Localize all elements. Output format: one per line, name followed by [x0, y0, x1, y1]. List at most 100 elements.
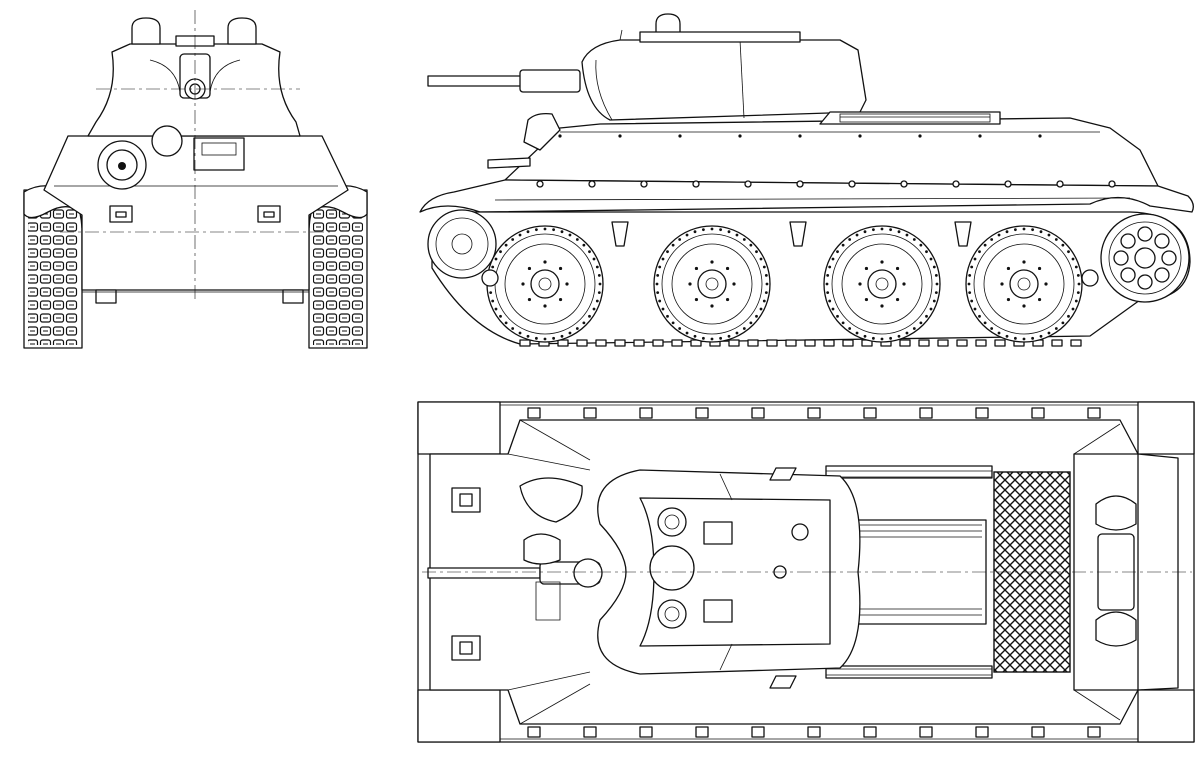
track-clip: [975, 407, 989, 419]
driver-hatch: [193, 137, 245, 171]
sprocket-hole: [1137, 274, 1153, 290]
main-gun-top: [427, 558, 603, 588]
rivet: [798, 134, 802, 138]
rivet: [640, 180, 648, 188]
track-clip: [1031, 407, 1045, 419]
turret-cupolas: [131, 17, 257, 47]
road-wheels: [486, 225, 1083, 343]
track-tooth: [576, 339, 588, 347]
sprocket-hole: [1113, 250, 1129, 266]
sprocket-hole: [1161, 250, 1177, 266]
rivet: [858, 134, 862, 138]
hull-rivets: [536, 134, 1116, 188]
track-guide: [611, 221, 629, 247]
road-wheel: [486, 225, 604, 343]
track-tooth: [937, 339, 949, 347]
rivet: [536, 180, 544, 188]
track-clip: [527, 726, 541, 738]
sprocket-hole: [1120, 233, 1136, 249]
sprocket-hole: [1137, 226, 1153, 242]
track-clip: [863, 726, 877, 738]
track-clip: [695, 407, 709, 419]
rivet: [678, 134, 682, 138]
sprocket-hole: [1154, 267, 1170, 283]
road-wheel: [653, 225, 771, 343]
track-tooth: [728, 339, 740, 347]
track-tooth: [956, 339, 968, 347]
track-tooth: [899, 339, 911, 347]
track-tooth: [614, 339, 626, 347]
upper-hull: [504, 117, 1159, 187]
side-turret: [581, 39, 867, 121]
track-tooth: [557, 339, 569, 347]
track-tooth: [1070, 339, 1082, 347]
rivet: [588, 180, 596, 188]
track-clip: [639, 726, 653, 738]
track-clip: [751, 407, 765, 419]
track-clip: [639, 407, 653, 419]
track-tooth: [766, 339, 778, 347]
track-tooth: [975, 339, 987, 347]
rivet: [744, 180, 752, 188]
road-wheel: [823, 225, 941, 343]
track-guide: [789, 221, 807, 247]
track-tooth: [918, 339, 930, 347]
track-guide: [954, 221, 972, 247]
track-tooth: [842, 339, 854, 347]
rivet: [1056, 180, 1064, 188]
main-gun-side: [427, 69, 581, 93]
track-clip: [583, 407, 597, 419]
rivet: [1108, 180, 1116, 188]
track-clip: [975, 726, 989, 738]
front-view: [23, 10, 368, 349]
rivet: [692, 180, 700, 188]
track-tooth: [785, 339, 797, 347]
sprocket-hole: [1120, 267, 1136, 283]
rivet: [1004, 180, 1012, 188]
track-tooth: [994, 339, 1006, 347]
sprocket-hole: [1154, 233, 1170, 249]
rivet: [618, 134, 622, 138]
rivet: [738, 134, 742, 138]
fender: [419, 179, 1194, 213]
track-clip: [919, 726, 933, 738]
track-clip: [583, 726, 597, 738]
track-tooth: [823, 339, 835, 347]
road-wheel: [965, 225, 1083, 343]
rivet: [558, 134, 562, 138]
track-clip: [527, 407, 541, 419]
track-tooth: [633, 339, 645, 347]
track-tooth: [519, 339, 531, 347]
turret-hatches: [649, 507, 809, 629]
track-tooth: [595, 339, 607, 347]
track-clip: [1087, 726, 1101, 738]
track-teeth: [519, 339, 1082, 347]
track-tooth: [804, 339, 816, 347]
track-clip: [919, 407, 933, 419]
rivet: [952, 180, 960, 188]
track-clip: [695, 726, 709, 738]
drive-sprocket: [1100, 213, 1190, 303]
track-tooth: [671, 339, 683, 347]
idler-wheel: [427, 209, 497, 279]
track-tooth: [652, 339, 664, 347]
track-tooth: [747, 339, 759, 347]
track-clip: [751, 726, 765, 738]
rivet: [978, 134, 982, 138]
side-view: [419, 13, 1194, 347]
top-view: [417, 401, 1195, 743]
track-clip: [1087, 407, 1101, 419]
rivet: [796, 180, 804, 188]
track-clip: [807, 407, 821, 419]
track-clip: [1031, 726, 1045, 738]
rivet: [1038, 134, 1042, 138]
track-clips: [527, 407, 1101, 738]
rivet: [900, 180, 908, 188]
left-track: [23, 185, 83, 349]
rivet: [848, 180, 856, 188]
track-clip: [863, 407, 877, 419]
track-clip: [807, 726, 821, 738]
track-tooth: [1051, 339, 1063, 347]
rivet: [918, 134, 922, 138]
